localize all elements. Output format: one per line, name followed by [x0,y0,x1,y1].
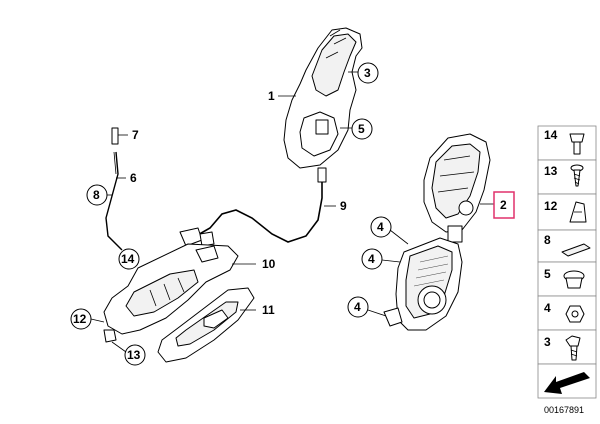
callout-12: 12 [73,312,87,326]
legend-panel: 14 13 12 8 5 4 [537,125,597,399]
legend-label-4: 4 [544,301,551,315]
diagram-id: 00167891 [544,405,584,415]
highlight-box-2 [493,191,515,219]
callout-circle-4b [361,248,383,270]
nut-icon [565,305,585,323]
callout-4b: 4 [368,252,375,266]
callout-9: 9 [340,199,347,213]
part-2-door-lock [423,133,491,243]
legend-row-14 [537,125,597,161]
legend-row-13 [537,159,597,195]
legend-label-14: 14 [544,128,558,142]
legend-label-5: 5 [544,267,551,281]
callout-11: 11 [262,303,275,317]
callout-3: 3 [364,66,371,80]
part-10-handle-carrier [103,243,239,343]
legend-label-12: 12 [544,199,558,213]
part-6-rod [105,151,123,251]
bolt-icon [565,335,581,361]
callout-circle-13-main [124,344,146,366]
callout-circle-4c [347,296,369,318]
legend-row-3 [537,329,597,365]
callout-4a: 4 [377,220,384,234]
foam-pad-icon [561,243,591,257]
callout-circle-5 [351,118,373,140]
callout-6: 6 [130,171,137,185]
callout-circle-4a [370,216,392,238]
legend-label-8: 8 [544,233,551,247]
screw-icon [570,164,584,187]
part-7-pin [111,127,119,145]
callout-10: 10 [262,257,276,271]
part-11-handle-bezel [157,287,255,363]
legend-label-3: 3 [544,335,551,349]
callout-14: 14 [121,252,135,266]
legend-row-12 [537,193,597,231]
legend-label-13: 13 [544,164,558,178]
callout-7: 7 [132,128,139,142]
callout-circle-14-main [118,248,140,270]
callout-13: 13 [127,348,141,362]
part-1-lock-cover [283,27,363,169]
callout-2: 2 [500,198,507,212]
callout-5: 5 [358,122,365,136]
callout-1: 1 [268,89,275,103]
part-4-actuator-housing [383,237,463,331]
direction-arrow-icon [544,372,590,394]
push-rivet-icon [569,133,585,155]
callout-circle-3 [357,62,379,84]
part-9-bowden-cable [179,167,327,247]
clip-icon [569,201,587,223]
callout-4c: 4 [354,300,361,314]
callout-8: 8 [93,188,100,202]
grommet-icon [563,270,585,289]
